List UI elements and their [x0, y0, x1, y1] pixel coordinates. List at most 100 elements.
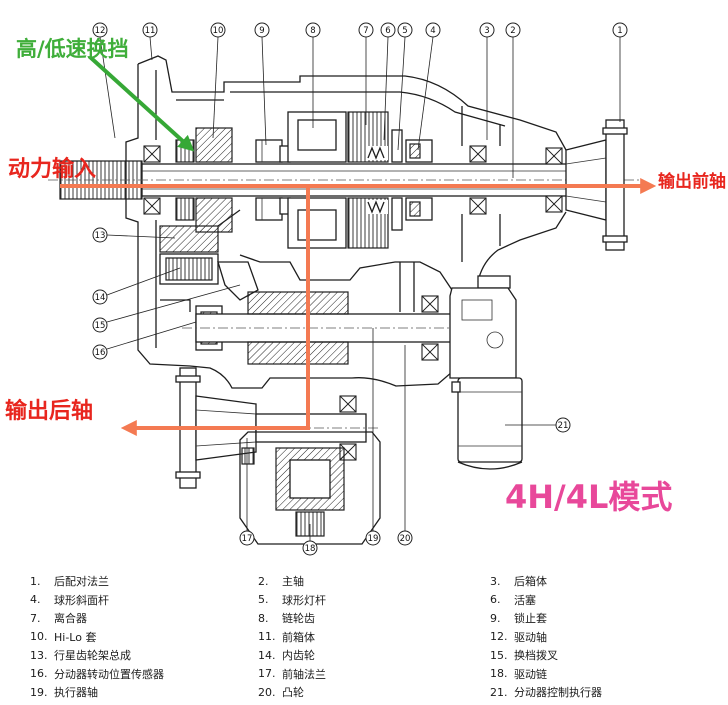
legend-label: 驱动轴	[514, 630, 547, 644]
legend-label: 主轴	[282, 575, 304, 589]
callout-12: 12	[92, 22, 116, 139]
legend-label: 分动器转动位置传感器	[54, 667, 164, 681]
callout-circle	[505, 22, 521, 38]
sprocket	[287, 111, 347, 249]
callout-number: 7	[363, 26, 368, 36]
callout-circle	[479, 22, 495, 38]
legend-label: 分动器控制执行器	[514, 686, 602, 700]
legend-item: 4. 球形斜面杆	[30, 591, 258, 610]
legend-number: 15.	[490, 648, 508, 662]
callout-circle	[92, 289, 108, 305]
legend-number: 21.	[490, 685, 508, 699]
callout-leader	[212, 36, 219, 139]
callout-8: 8	[305, 22, 321, 128]
legend-label: 行星齿轮架总成	[54, 649, 131, 663]
legend-item: 18.驱动链	[490, 665, 690, 684]
power-flow-rear-arrow	[120, 186, 310, 436]
legend-number: 12.	[490, 630, 508, 644]
legend-number: 4.	[30, 593, 41, 607]
legend-label: 内齿轮	[282, 649, 315, 663]
legend-item: 19.执行器轴	[30, 683, 258, 702]
main-shaft	[48, 163, 640, 197]
callout-number: 16	[95, 348, 106, 358]
legend-item: 15.换档拨叉	[490, 646, 690, 665]
legend-number: 13.	[30, 648, 48, 662]
callout-number: 19	[368, 534, 379, 544]
callout-leader	[106, 267, 181, 296]
callout-circle	[142, 22, 158, 38]
legend-item: 13. 行星齿轮架总成	[30, 646, 258, 665]
legend-item: 21. 分动器控制执行器	[490, 683, 690, 702]
callout-13: 13	[92, 227, 176, 243]
callout-number: 6	[385, 26, 390, 36]
parts-legend: 1.后配对法兰 2.主轴 3.后箱体 4.球形斜面杆 5.球形灯杆 6.活塞 7…	[30, 572, 690, 702]
legend-label: Hi-Lo 套	[54, 630, 97, 644]
legend-number: 17.	[258, 667, 276, 681]
legend-label: 锁止套	[514, 612, 547, 626]
legend-label: 链轮齿	[282, 612, 315, 626]
legend-item: 12. 驱动轴	[490, 628, 690, 647]
drive-chain-housing	[239, 431, 381, 545]
legend-number: 20.	[258, 685, 276, 699]
callout-number: 18	[305, 544, 316, 554]
legend-item: 14.内齿轮	[258, 646, 490, 665]
callout-leader	[261, 36, 267, 146]
rear-output-label: 输出后轴	[5, 398, 93, 424]
callout-1: 1	[612, 22, 628, 122]
callout-number: 1	[617, 26, 622, 36]
callout-number: 15	[95, 321, 106, 331]
legend-number: 3.	[490, 574, 501, 588]
callout-10: 10	[210, 22, 226, 139]
callout-circle	[239, 530, 255, 546]
callout-number: 20	[400, 534, 411, 544]
callout-15: 15	[92, 284, 241, 333]
actuator-shaft	[182, 291, 472, 365]
legend-label: 活塞	[514, 593, 536, 607]
legend-number: 2.	[258, 574, 269, 588]
callout-circle	[305, 22, 321, 38]
callout-leader	[383, 36, 389, 141]
front-output-label: 输出前轴	[658, 171, 726, 192]
callout-number: 13	[95, 231, 106, 241]
legend-label: 执行器轴	[54, 686, 98, 700]
callout-number: 2	[510, 26, 515, 36]
shift-arrow	[88, 55, 195, 152]
callout-18: 18	[302, 524, 318, 556]
callout-number: 10	[213, 26, 224, 36]
callout-circle	[92, 317, 108, 333]
housing-outline	[125, 55, 567, 389]
callout-7: 7	[358, 22, 374, 125]
callout-circle	[302, 540, 318, 556]
callout-5: 5	[397, 22, 413, 151]
callout-leader	[417, 36, 434, 151]
callout-number: 8	[310, 26, 315, 36]
legend-number: 11.	[258, 630, 276, 644]
legend-number: 5.	[258, 593, 269, 607]
legend-item: 9.锁止套	[490, 609, 690, 628]
callout-number: 14	[95, 293, 106, 303]
legend-label: 前箱体	[282, 630, 315, 644]
callout-2: 2	[505, 22, 521, 178]
legend-item: 10. Hi-Lo 套	[30, 628, 258, 647]
callout-circle	[254, 22, 270, 38]
callout-19: 19	[365, 328, 381, 546]
callout-20: 20	[397, 345, 413, 546]
drive-shaft-bearings	[143, 145, 563, 215]
legend-number: 1.	[30, 574, 41, 588]
legend-number: 10.	[30, 630, 48, 644]
legend-label: 驱动链	[514, 667, 547, 681]
callout-9: 9	[254, 22, 270, 146]
callout-circle	[92, 22, 108, 38]
callout-circle	[612, 22, 628, 38]
callouts: 1 2 3 4 5 6 7 8 9 10 11 12 13 14 15 16 1…	[92, 22, 628, 556]
callout-number: 11	[145, 26, 156, 36]
callout-leader	[106, 284, 241, 323]
legend-label: 后配对法兰	[54, 575, 109, 589]
callout-14: 14	[92, 267, 181, 305]
legend-label: 球形斜面杆	[54, 593, 109, 607]
callout-leader	[106, 234, 176, 239]
callout-circle	[92, 344, 108, 360]
hi-lo-sleeve	[175, 127, 233, 233]
callout-4: 4	[417, 22, 441, 151]
